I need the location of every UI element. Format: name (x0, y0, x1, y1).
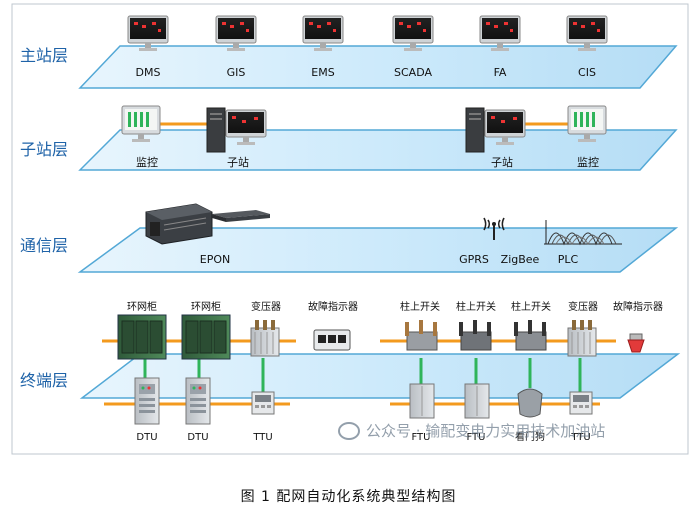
plc-waveform-icon (544, 220, 622, 246)
monitor-icon (484, 109, 526, 145)
monitor-icon (479, 15, 521, 51)
fault-indicator-lamp-icon (627, 333, 645, 353)
ring-main-unit-icon (117, 314, 167, 360)
master-item-fa: FA (494, 66, 507, 79)
band-terminal (79, 353, 681, 399)
ftu-cabinet-icon (464, 383, 490, 419)
wechat-icon (338, 421, 360, 440)
terminal-bottom-label: FTU (411, 432, 430, 443)
band-substation (78, 129, 678, 171)
terminal-row: 环网柜 环网柜 变压器 故障指示器 柱上开关 柱上开关 柱上开关 变压器 故障指… (102, 300, 663, 443)
communication-row: EPON GPRS ZigBee PLC (145, 203, 622, 266)
monitor-icon (566, 15, 608, 51)
monitor-icon (302, 15, 344, 51)
monitor-icon (225, 109, 267, 145)
server-tower-icon (206, 107, 226, 153)
watchdog-device-icon (517, 388, 543, 418)
terminal-bottom-label: FTU (466, 432, 485, 443)
substation-item-station-right: 子站 (491, 155, 513, 169)
dtu-cabinet-icon (185, 377, 211, 425)
terminal-top-label: 柱上开关 (511, 300, 551, 313)
master-row: DMS GIS EMS SCADA FA CIS (127, 15, 608, 79)
monitor-icon (392, 15, 434, 51)
layer-label-master: 主站层 (20, 46, 68, 65)
master-item-ems: EMS (311, 66, 334, 79)
substation-item-monitor-left: 监控 (136, 155, 158, 169)
terminal-top-label: 变压器 (251, 300, 281, 313)
terminal-top-label: 柱上开关 (400, 300, 440, 313)
epon-olt-icon (145, 203, 213, 245)
terminal-bottom-label: 看门狗 (515, 430, 545, 443)
server-tower-icon (465, 107, 485, 153)
pole-switch-icon (459, 320, 492, 351)
substation-row: 监控 子站 子站 监控 (121, 105, 607, 169)
terminal-bottom-label: TTU (252, 432, 272, 443)
terminal-top-label: 柱上开关 (456, 300, 496, 313)
ttu-meter-icon (251, 391, 275, 415)
watermark: 公众号 · 输配变电力实用技术加油站 (338, 420, 605, 441)
transformer-icon (567, 320, 597, 357)
master-item-gis: GIS (227, 66, 246, 79)
antenna-icon (483, 217, 505, 240)
terminal-top-label: 环网柜 (127, 300, 157, 313)
substation-item-monitor-right: 监控 (577, 155, 599, 169)
fault-indicator-icon (313, 329, 351, 351)
watermark-text: 公众号 · 输配变电力实用技术加油站 (366, 422, 606, 440)
terminal-bottom-label: DTU (136, 432, 157, 443)
terminal-top-label: 故障指示器 (613, 300, 663, 313)
pole-switch-icon (405, 320, 438, 351)
master-item-dms: DMS (136, 66, 161, 79)
layer-label-substation: 子站层 (20, 140, 68, 159)
comm-item-zigbee: ZigBee (501, 253, 540, 266)
master-item-scada: SCADA (394, 66, 432, 79)
comm-item-gprs: GPRS (459, 253, 489, 266)
terminal-bottom-label: DTU (187, 432, 208, 443)
monitor-icon (215, 15, 257, 51)
ttu-meter-icon (569, 391, 593, 415)
figure-caption: 图 1 配网自动化系统典型结构图 (240, 489, 457, 505)
terminal-top-label: 故障指示器 (308, 300, 358, 313)
ring-main-unit-icon (181, 314, 231, 360)
terminal-bottom-label: TTU (570, 432, 590, 443)
comm-item-epon: EPON (200, 253, 230, 266)
monitor-icon (127, 15, 169, 51)
terminal-top-label: 环网柜 (191, 300, 221, 313)
transformer-icon (250, 320, 280, 357)
dtu-cabinet-icon (134, 377, 160, 425)
master-item-cis: CIS (578, 66, 596, 79)
epon-onu-icon (212, 210, 270, 222)
layer-label-terminal: 终端层 (20, 371, 68, 390)
comm-item-plc: PLC (558, 253, 579, 266)
band-master (78, 45, 678, 89)
monitor-icon (567, 105, 607, 142)
pole-switch-icon (514, 320, 547, 351)
layer-label-communication: 通信层 (20, 236, 68, 255)
substation-item-station-left: 子站 (227, 155, 249, 169)
monitor-icon (121, 105, 161, 142)
band-communication (77, 227, 679, 273)
ftu-cabinet-icon (409, 383, 435, 419)
terminal-top-label: 变压器 (568, 300, 598, 313)
